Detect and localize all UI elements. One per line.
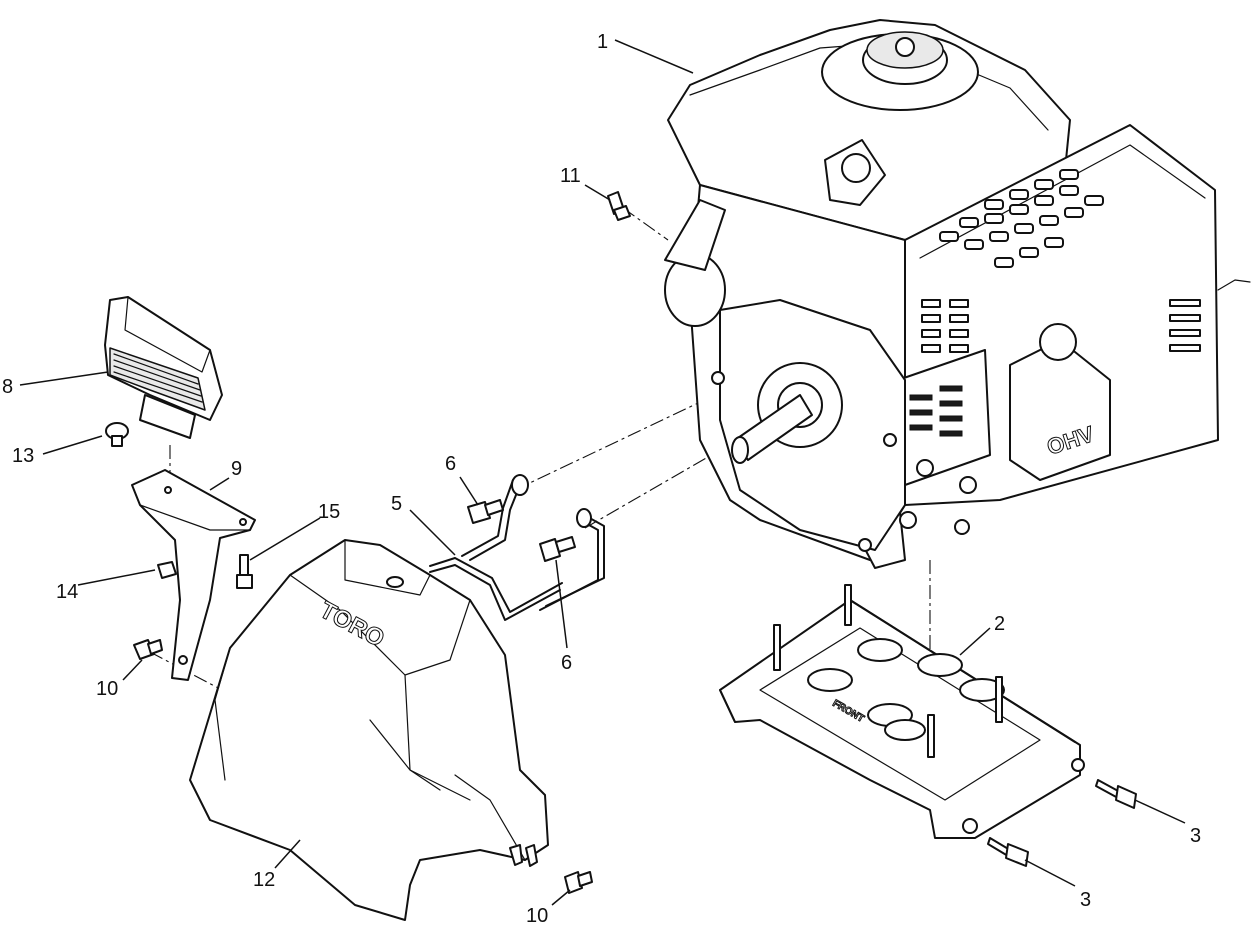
callout-2: 2 [994,613,1005,635]
callout-5: 5 [391,493,402,515]
callout-3a: 3 [1190,825,1201,847]
clip-13 [105,422,129,447]
bolt-6b [539,536,576,562]
bolt-6a [467,499,504,524]
callout-3b: 3 [1080,889,1091,911]
bolt-11 [607,191,631,221]
nut-14 [157,561,177,579]
engine-vent-slots [939,169,1104,268]
callout-10b: 10 [526,905,548,927]
callout-6b: 6 [561,652,572,674]
engine-mount-plate: FRONT [719,584,1085,839]
bracket-9 [131,469,256,681]
bolt-15 [236,554,253,589]
callout-8: 8 [2,376,13,398]
bolt-3b [987,837,1029,867]
bolt-10a [133,639,163,660]
callout-10a: 10 [96,678,118,700]
shroud: TORO [189,539,549,921]
leader-lines [19,39,1186,906]
callout-11: 11 [560,165,581,187]
clip-6 [539,508,605,611]
rod-5 [429,474,563,621]
muffler-slots [909,385,963,437]
callout-1: 1 [597,31,608,53]
callout-9: 9 [231,458,242,480]
bolt-10b [564,871,593,894]
lens-ribs [113,353,203,403]
callout-labels: 1 2 3 3 5 6 6 8 9 10 10 11 12 13 14 15 [2,31,1201,927]
bolt-3a [1095,779,1137,809]
headlight-8 [104,296,223,439]
engine: OHV [664,19,1251,569]
callout-15: 15 [318,501,340,523]
callout-14: 14 [56,581,78,603]
callout-12: 12 [253,869,275,891]
side-cooling-slots [921,299,1201,353]
callout-13: 13 [12,445,34,467]
callout-6a: 6 [445,453,456,475]
